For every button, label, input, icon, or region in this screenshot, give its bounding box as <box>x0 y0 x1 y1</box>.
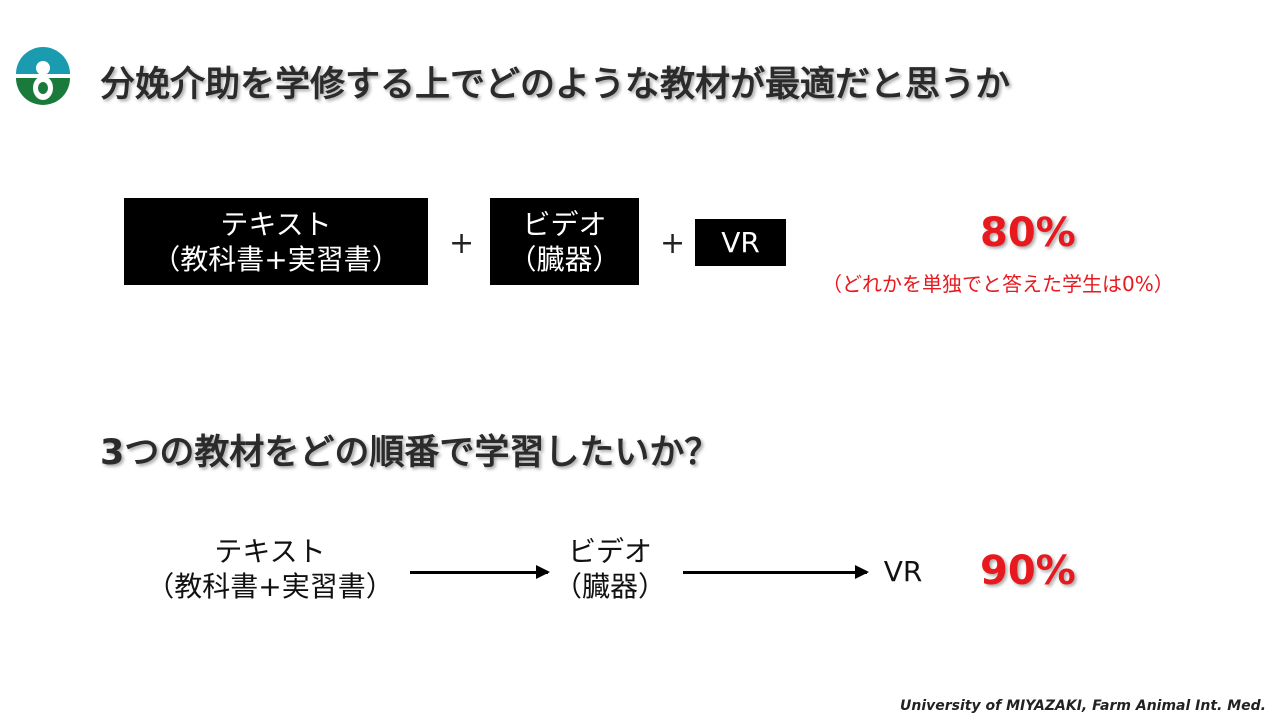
step-video-sub: （臓器） <box>553 570 666 603</box>
step-video-label: ビデオ <box>567 535 652 568</box>
plus-sign-2: + <box>660 226 686 261</box>
video-material-box: ビデオ （臓器） <box>490 198 639 285</box>
text-material-sub: （教科書+実習書） <box>152 242 400 276</box>
result2-percent: 90% <box>980 548 1076 594</box>
step-text-label: テキスト <box>214 535 326 568</box>
result1-note: （どれかを単独でと答えた学生は0%） <box>822 272 1174 296</box>
university-logo-icon <box>16 47 70 105</box>
sequence-step-vr: VR <box>875 554 931 589</box>
step-vr-label: VR <box>883 555 923 588</box>
video-material-label: ビデオ <box>522 207 607 241</box>
vr-material-label: VR <box>721 226 760 259</box>
video-material-sub: （臓器） <box>508 242 621 276</box>
result1-percent: 80% <box>980 210 1076 256</box>
text-material-box: テキスト （教科書+実習書） <box>124 198 428 285</box>
section-subtitle: 3つの教材をどの順番で学習したいか？ <box>100 433 720 473</box>
page-title: 分娩介助を学修する上でどのような教材が最適だと思うか <box>100 65 1011 105</box>
plus-sign-1: + <box>449 226 475 261</box>
text-material-label: テキスト <box>220 207 332 241</box>
step-text-sub: （教科書+実習書） <box>146 570 394 603</box>
sequence-step-video: ビデオ （臓器） <box>550 534 670 604</box>
arrow-2 <box>683 565 869 579</box>
arrow-1 <box>410 565 550 579</box>
footer-credit: University of MIYAZAKI, Farm Animal Int.… <box>900 698 1266 714</box>
sequence-step-text: テキスト （教科書+実習書） <box>140 534 400 604</box>
vr-material-box: VR <box>695 219 786 266</box>
